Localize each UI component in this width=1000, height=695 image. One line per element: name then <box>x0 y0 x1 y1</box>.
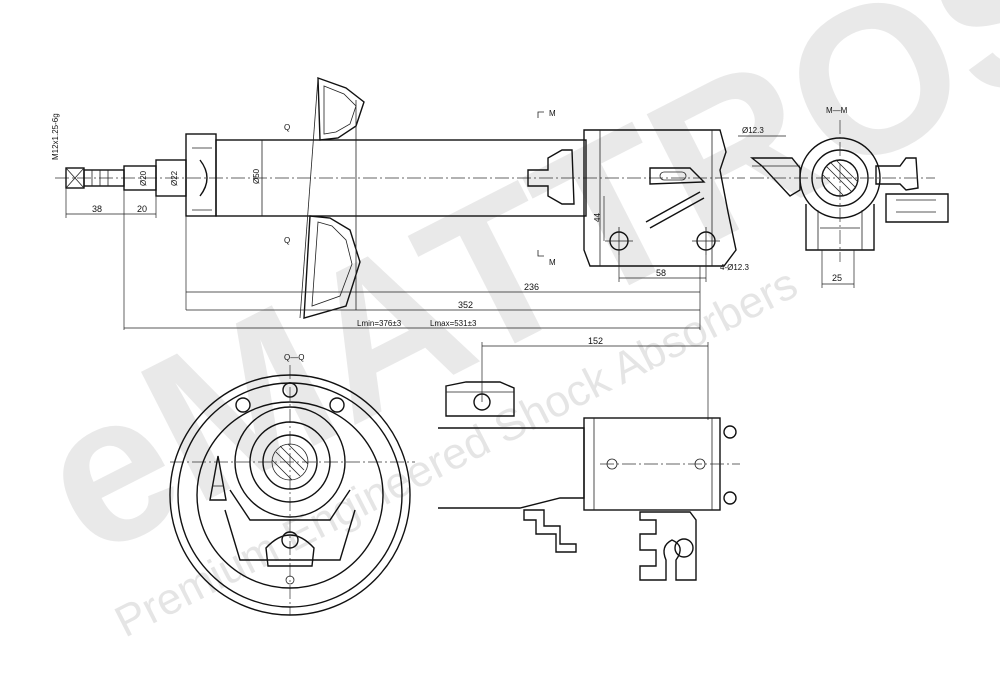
qq-stud-3 <box>329 397 345 413</box>
section-q-bottom: Q <box>284 236 290 245</box>
dim-dia-20: Ø20 <box>139 170 148 186</box>
qq-rod-section <box>271 443 309 481</box>
section-m-m: M—M Ø12.3 25 <box>738 106 949 288</box>
dim-58: 58 <box>656 268 666 278</box>
dim-thread: M12x1.25-6g <box>51 113 60 160</box>
abs-sensor-clip <box>639 511 697 581</box>
dim-44: 44 <box>593 213 602 222</box>
dim-20: 20 <box>137 204 147 214</box>
dim-25: 25 <box>832 273 842 283</box>
hose-bracket-lower <box>523 509 577 553</box>
qq-mount-ring <box>234 406 346 518</box>
dim-holes: 4-Ø12.3 <box>720 263 749 272</box>
dim-38: 38 <box>92 204 102 214</box>
dim-lmin: Lmin=376±3 <box>357 319 402 328</box>
knuckle-detail: 152 <box>438 336 740 581</box>
watermark: eMATTROS Premium Engineered Shock Absorb… <box>4 0 1000 647</box>
qq-locator-tab <box>209 455 227 501</box>
dim-dia-50: Ø50 <box>252 168 261 184</box>
watermark-brand: eMATTROS <box>4 0 1000 600</box>
main-tube <box>215 139 587 217</box>
dim-152: 152 <box>588 336 603 346</box>
knuckle-clamp <box>583 129 737 267</box>
dim-236: 236 <box>524 282 539 292</box>
qq-stud-2 <box>282 382 298 398</box>
top-cap <box>185 133 217 217</box>
section-q-top: Q <box>284 123 290 132</box>
abs-bracket <box>649 167 706 185</box>
side-view <box>55 76 745 319</box>
qq-support-arm <box>229 489 351 521</box>
qq-stud-1 <box>235 397 251 413</box>
mm-clamp-legs <box>805 204 875 251</box>
dim-dia-22: Ø22 <box>170 170 179 186</box>
brake-hose-bracket <box>527 149 575 205</box>
dimensions-top: M12x1.25-6g 38 20 Ø20 Ø22 Ø50 236 352 Lm… <box>51 109 749 330</box>
section-qq-label: Q—Q <box>284 353 304 362</box>
upper-mount-lug <box>445 381 515 417</box>
qq-spring-seat-outer <box>169 374 411 616</box>
section-m-bottom: M <box>549 258 556 267</box>
spring-seat-lower <box>303 215 361 319</box>
dim-352: 352 <box>458 300 473 310</box>
dim-dia-12-3: Ø12.3 <box>742 126 764 135</box>
spring-seat-upper <box>317 76 365 141</box>
section-mm-label: M—M <box>826 106 848 115</box>
section-m-top: M <box>549 109 556 118</box>
section-q-q: Q—Q <box>169 353 415 616</box>
lower-tube <box>438 427 585 509</box>
dim-lmax: Lmax=531±3 <box>430 319 477 328</box>
